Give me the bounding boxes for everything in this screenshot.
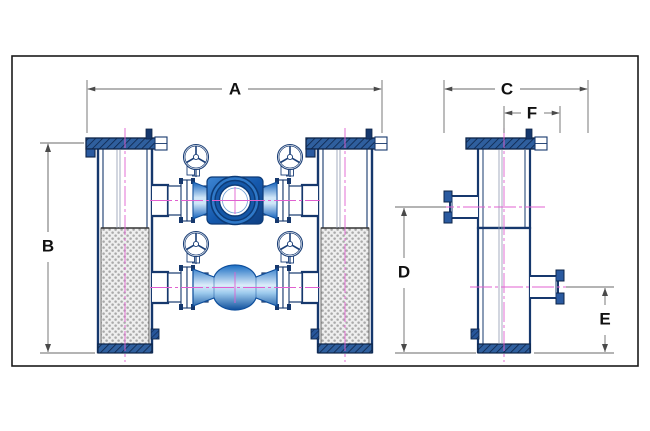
dimension-label-f: F xyxy=(527,103,537,122)
dimension-b: B xyxy=(40,142,95,354)
dimension-label-d: D xyxy=(398,262,410,281)
dimension-f: F xyxy=(503,103,561,133)
lower-valve-assembly xyxy=(150,230,320,311)
right-chamber xyxy=(300,128,388,362)
upper-valve-assembly xyxy=(150,143,320,226)
drain-plug-side xyxy=(470,328,480,340)
ball-valve-face xyxy=(206,175,264,226)
dimension-label-b: B xyxy=(42,236,54,255)
drain-plug-left xyxy=(150,328,160,340)
dimension-e: E xyxy=(534,286,614,354)
dimension-c: C xyxy=(443,79,589,133)
cover-flange-right xyxy=(305,128,388,158)
dimension-label-c: C xyxy=(501,79,513,98)
drain-plug-right xyxy=(310,328,320,340)
dimension-label-e: E xyxy=(599,309,610,328)
dimension-a: A xyxy=(86,79,383,133)
dimension-label-a: A xyxy=(229,79,241,98)
front-view xyxy=(85,128,388,362)
cover-flange-left xyxy=(85,128,168,158)
dimension-d: D xyxy=(395,206,476,354)
side-view xyxy=(432,128,578,362)
